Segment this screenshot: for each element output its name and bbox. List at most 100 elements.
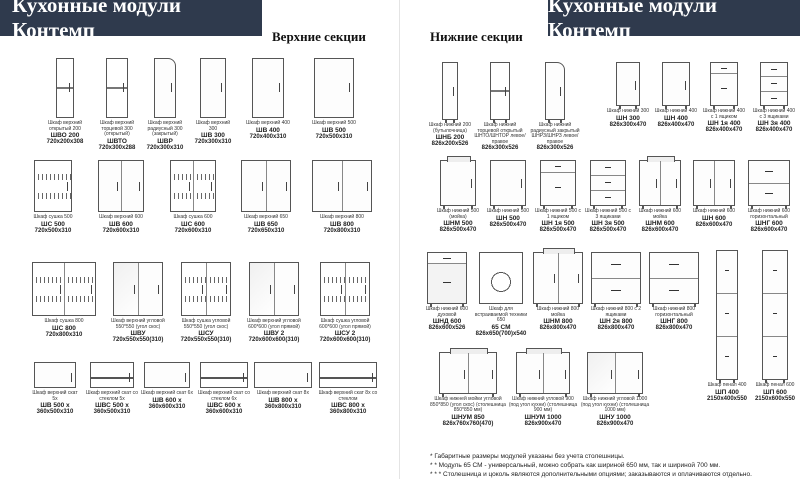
module-code: ШН 400 xyxy=(664,114,688,122)
footnote: * * * Столешница и цоколь являются допол… xyxy=(430,471,752,478)
cabinet-drawing xyxy=(106,58,128,118)
cabinet-drawing xyxy=(649,252,699,307)
module-card: Шкаф нижний 300 ШН 300 826x300x470 xyxy=(606,62,650,129)
module-card: Шкаф сушка 500 ШС 500 720x500x310 xyxy=(30,160,76,235)
module-desc: Шкаф верхний 300 xyxy=(195,120,231,132)
module-desc: Шкаф нижний торцевой открытый ШНТО/ШНТОР… xyxy=(474,122,526,145)
module-code: ШН 3я 500 xyxy=(591,220,625,228)
cabinet-drawing xyxy=(113,262,163,316)
module-dims: 720x600x310 xyxy=(102,227,140,234)
module-desc: Шкаф верхний скат со стеклом 6х xyxy=(198,390,250,402)
module-desc: Шкаф нижний 200 (бутылочница) xyxy=(428,122,472,134)
module-card: Шкаф нижний 200 (бутылочница) ШНБ 200 82… xyxy=(428,62,472,148)
footnote: * * Модуль 65 СМ - универсальный, можно … xyxy=(430,462,721,469)
module-code: ШНУМ 1000 xyxy=(524,413,562,421)
module-code: 65 СМ xyxy=(491,323,511,331)
module-desc: Шкаф нижний угловой 1000 (под угол кухни… xyxy=(580,396,650,414)
module-code: ШВ 400 xyxy=(256,126,280,134)
module-desc: Шкаф нижний 600 xyxy=(692,208,736,214)
module-code: ШНБ 200 xyxy=(435,134,465,142)
module-card: Шкаф нижний 500 ШН 500 826x500x470 xyxy=(484,160,532,229)
module-desc: Шкаф верхний скат 8х xyxy=(257,390,309,396)
cabinet-drawing xyxy=(90,362,134,388)
module-dims: 826x600x470 xyxy=(695,221,733,228)
module-desc: Шкаф сушка угловой 550*550 (угол скос) xyxy=(181,318,231,330)
module-card: Шкаф пенал 600 ШП 600 2150x600x550 xyxy=(752,250,798,403)
cabinet-drawing xyxy=(56,58,74,118)
cabinet-drawing xyxy=(533,248,583,307)
module-desc: Шкаф нижний радиусный закрытый ШНРЗ/ШНРЗ… xyxy=(530,122,580,145)
module-card: Шкаф верхний скат 8х со стеклом ШВС 800 … xyxy=(316,362,380,416)
module-card: Шкаф сушка 600 ШС 600 720x600x310 xyxy=(166,160,220,235)
module-dims: 720x600x600(310) xyxy=(319,337,371,344)
cabinet-drawing xyxy=(154,58,176,118)
page-divider xyxy=(399,0,400,479)
module-dims: 826x760x760(470) xyxy=(442,420,494,427)
module-desc: Шкаф верхний 400 xyxy=(246,120,290,126)
module-code: ШС 600 xyxy=(181,220,205,228)
module-card: Шкаф нижний 500 с 3 ящиками ШН 3я 500 82… xyxy=(584,160,632,234)
module-dims: 360x500x310 xyxy=(36,409,74,416)
module-card: Шкаф верхний 650 ШВ 650 720x650x310 xyxy=(238,160,294,235)
module-card: Шкаф нижний 500 с 1 ящиком ШН 1я 500 826… xyxy=(534,160,582,234)
module-dims: 720x400x310 xyxy=(249,133,287,140)
module-code: ШНМ 800 xyxy=(543,318,573,326)
module-dims: 360x500x310 xyxy=(93,409,131,416)
module-desc: Шкаф сушка 600 xyxy=(173,214,213,220)
module-desc: Шкаф верхний 800 xyxy=(320,214,364,220)
module-code: ШНГ 800 xyxy=(660,318,688,326)
module-code: ШН 3я 400 xyxy=(757,120,791,128)
module-card: Шкаф нижний угловой 1000 (под угол кухни… xyxy=(580,352,650,428)
module-desc: Шкаф сушка угловой 600*600 (угол прямой) xyxy=(319,318,371,330)
cabinet-drawing xyxy=(616,62,640,109)
module-card: Шкаф нижний 800 с 2 ящиками ШН 2я 800 82… xyxy=(588,252,644,332)
cabinet-drawing xyxy=(144,362,190,388)
module-dims: 826x300x526 xyxy=(536,145,574,152)
module-dims: 826x500x470 xyxy=(589,227,627,234)
module-desc: Шкаф верхний скат 8х со стеклом xyxy=(318,390,378,402)
module-code: ШВС 600 х xyxy=(207,402,241,410)
module-code: ШВ 300 xyxy=(201,132,225,140)
cabinet-drawing xyxy=(762,250,788,383)
cabinet-drawing xyxy=(254,362,312,388)
module-dims: 360x600x310 xyxy=(148,403,186,410)
module-code: ШН 2я 800 xyxy=(599,318,633,326)
module-card: Шкаф нижний 600 горизонтальный ШНГ 600 8… xyxy=(742,160,796,234)
module-code: ШВУ 2 xyxy=(263,330,285,338)
module-card: Шкаф верхний скат 8х ШВ 800 х 360x800x31… xyxy=(252,362,314,411)
module-code: ШН 1я 500 xyxy=(541,220,575,228)
module-card: Шкаф верхний скат со стеклом 5х ШВС 500 … xyxy=(86,362,138,416)
module-card: Шкаф пенал 400 ШП 400 2150x400x550 xyxy=(704,250,750,403)
module-card: Шкаф верхний 400 ШВ 400 720x400x310 xyxy=(244,58,292,141)
module-code: ШВС 800 х xyxy=(331,402,365,410)
module-dims: 826x300x470 xyxy=(609,121,647,128)
module-dims: 720x600x310 xyxy=(174,227,212,234)
module-desc: Шкаф верхний 600 xyxy=(99,214,143,220)
module-dims: 826x600x470 xyxy=(641,227,679,234)
module-dims: 720x300x310 xyxy=(194,139,232,146)
module-desc: Шкаф нижний 500 с 3 ящиками xyxy=(584,208,632,220)
module-desc: Шкаф нижний 800 мойка xyxy=(536,306,580,318)
cabinet-drawing xyxy=(252,58,284,118)
module-desc: Шкаф нижний 800 с 2 ящиками xyxy=(590,306,642,318)
module-code: ШН 300 xyxy=(616,114,640,122)
module-card: Шкаф верхний 600 ШВ 600 720x600x310 xyxy=(94,160,148,235)
module-desc: Шкаф нижний 300 xyxy=(606,108,650,114)
module-code: ШВ 600 х xyxy=(152,396,182,404)
module-dims: 720x600x600(310) xyxy=(248,337,300,344)
cabinet-drawing xyxy=(516,348,570,397)
module-card: Шкаф нижний 400 ШН 400 826x400x470 xyxy=(654,62,698,129)
cabinet-drawing xyxy=(587,352,643,397)
module-code: ШВР xyxy=(157,137,173,145)
module-desc: Шкаф нижний 600 мойка xyxy=(638,208,682,220)
module-code: ШВС 500 х xyxy=(95,402,129,410)
module-code: ШН 500 xyxy=(496,214,520,222)
module-card: Шкаф верхний скат со стеклом 6х ШВС 600 … xyxy=(196,362,252,416)
module-dims: 826x600x470 xyxy=(750,227,788,234)
module-code: ШНГ 600 xyxy=(755,220,783,228)
cabinet-drawing xyxy=(591,252,641,307)
left-title-banner: Кухонные модули Контемп xyxy=(0,0,262,42)
cabinet-drawing xyxy=(710,62,738,109)
cabinet-drawing xyxy=(200,362,248,388)
